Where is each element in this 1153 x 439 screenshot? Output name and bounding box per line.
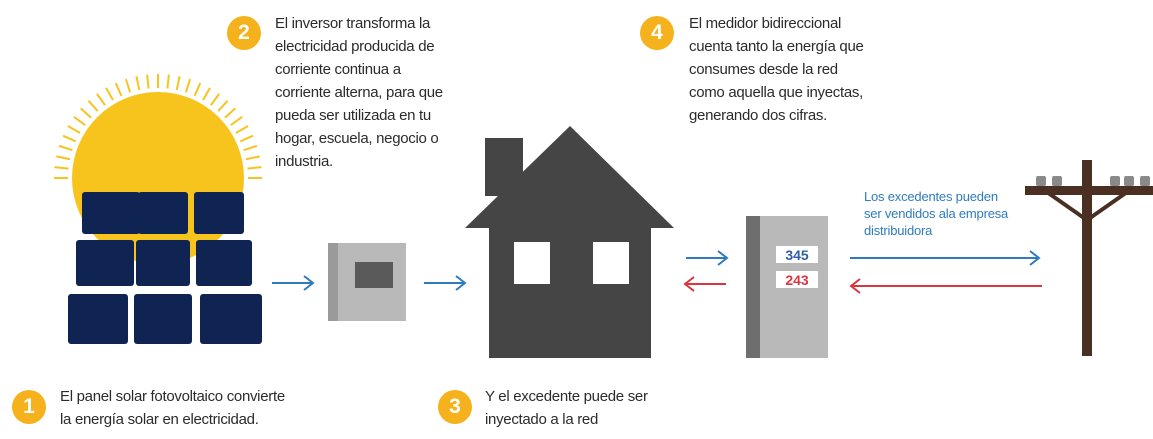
step-4-text: El medidor bidireccional cuenta tanto la… (689, 12, 864, 127)
step-4-line: generando dos cifras. (689, 107, 827, 124)
sun-ray (235, 125, 249, 134)
arrow-inverter-to-house (424, 275, 467, 291)
solar-panel-icon (68, 192, 262, 344)
sun-ray (135, 76, 141, 91)
meter-reading-bottom: 243 (785, 272, 809, 288)
sun-ray (230, 116, 243, 126)
sun-ray (193, 82, 202, 97)
step-2-line: pueda ser utilizada en tu (275, 107, 431, 124)
arrow-meter-to-house (683, 276, 726, 292)
step-4-line: El medidor bidireccional (689, 15, 842, 32)
sun-ray (62, 134, 77, 143)
step-2-text: El inversor transforma la electricidad p… (275, 12, 443, 173)
arrow-meter-to-grid (850, 250, 1041, 266)
sun-ray (202, 87, 211, 101)
sun-ray (80, 107, 92, 119)
arrow-house-to-meter (686, 250, 729, 266)
meter-icon: 345 243 (746, 216, 828, 358)
step-2-line: industria. (275, 153, 333, 170)
sun-ray (239, 134, 254, 143)
step-4-line: cuenta tanto la energía que (689, 38, 864, 55)
meter-reading-top: 345 (785, 247, 809, 263)
sun-ray (224, 107, 236, 119)
step-2-line: corriente alterna, para que (275, 84, 443, 101)
sun-ray (245, 155, 260, 161)
step-1-text: El panel solar fotovoltaico convierte la… (60, 385, 285, 431)
inverter-icon (328, 243, 406, 321)
sun-ray (184, 78, 192, 93)
sun-ray (73, 116, 86, 126)
sun-ray (124, 78, 132, 93)
sun-ray (96, 93, 106, 106)
house-icon (465, 126, 674, 358)
step-3-line: Y el excedente puede ser (485, 388, 648, 405)
step-2-line: hogar, escuela, negocio o (275, 130, 439, 147)
arrow-panel-to-inverter (272, 275, 315, 291)
sun-ray (67, 125, 81, 134)
sun-ray (87, 100, 99, 112)
sun-ray (247, 166, 262, 170)
sun-ray (54, 166, 69, 170)
surplus-note-line: Los excedentes pueden (864, 189, 998, 204)
surplus-note-line: ser vendidos ala empresa (864, 206, 1009, 221)
sun-ray (56, 155, 71, 161)
step-1-line: El panel solar fotovoltaico convierte (60, 388, 285, 405)
sun-ray (217, 100, 229, 112)
sun-ray (210, 93, 220, 106)
sun-ray (114, 82, 123, 97)
step-4-line: consumes desde la red (689, 61, 838, 78)
utility-pole-icon (1025, 160, 1153, 356)
sun-ray (243, 144, 258, 152)
sun-ray (105, 87, 114, 101)
sun-ray (58, 144, 73, 152)
step-3-badge: 3 (438, 390, 472, 424)
step-4-line: como aquella que inyectas, (689, 84, 863, 101)
sun-ray (175, 76, 181, 91)
step-3-text: Y el excedente puede ser inyectado a la … (485, 385, 648, 431)
step-2-line: electricidad producida de (275, 38, 435, 55)
step-3-line: inyectado a la red (485, 411, 599, 428)
step-2-badge: 2 (227, 16, 261, 50)
step-2-line: corriente continua a (275, 61, 401, 78)
surplus-note-line: distribuidora (864, 223, 933, 238)
arrow-grid-to-meter (849, 278, 1042, 294)
surplus-note: Los excedentes pueden ser vendidos ala e… (864, 188, 1008, 239)
step-1-badge: 1 (12, 390, 46, 424)
step-1-line: la energía solar en electricidad. (60, 411, 259, 428)
sun-icon (54, 74, 262, 264)
sun-ray (146, 74, 150, 89)
sun-ray (166, 74, 170, 89)
step-4-badge: 4 (640, 16, 674, 50)
step-2-line: El inversor transforma la (275, 15, 431, 32)
